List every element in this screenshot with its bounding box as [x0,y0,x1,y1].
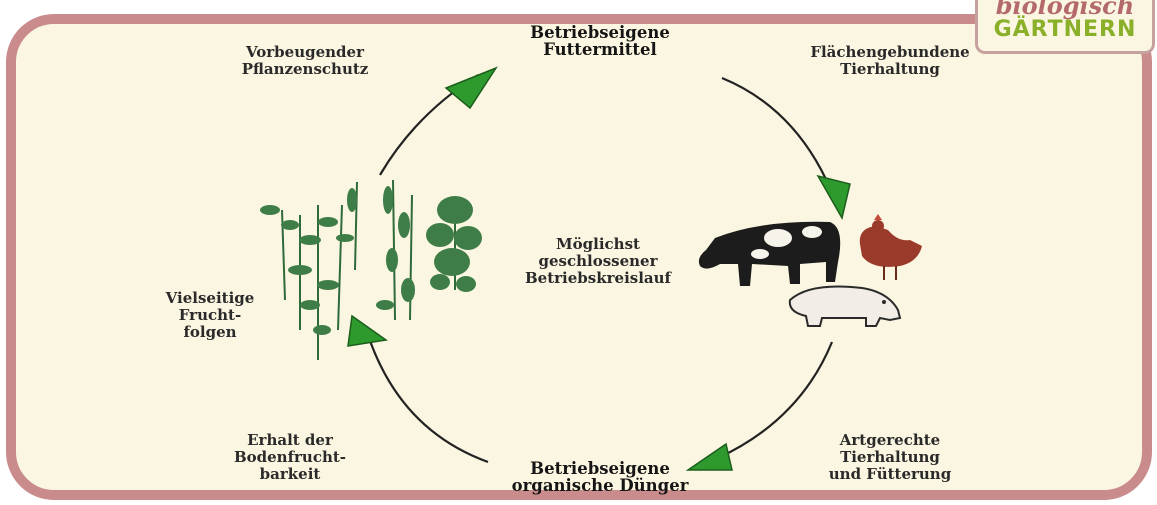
label-left-crop-rotation: Vielseitige Frucht- folgen [150,290,270,341]
arc-top-right [722,78,835,200]
pig-illustration [790,287,900,327]
label-top-feed: Betriebseigene Futtermittel [480,24,720,58]
arc-bottom-left [368,335,488,462]
label-top-right-land-bound-livestock: Flächengebundene Tierhaltung [780,44,1000,78]
logo-line-2: GÄRTNERN [978,18,1152,42]
arrowhead-right [818,176,850,218]
cow-illustration [699,222,840,286]
label-bottom-left-soil-fertility: Erhalt der Bodenfrucht- barkeit [210,432,370,483]
label-bottom-fertilizer: Betriebseigene organische Dünger [470,460,730,494]
brand-logo: biologisch GÄRTNERN [975,0,1155,54]
label-top-left-plant-protection: Vorbeugender Pflanzenschutz [205,44,405,78]
logo-line-1: biologisch [978,0,1152,18]
hen-illustration [860,214,922,280]
arrowhead-left [348,316,386,346]
label-bottom-right-animal-welfare: Artgerechte Tierhaltung und Fütterung [800,432,980,483]
label-center-farm-cycle: Möglichst geschlossener Betriebskreislau… [488,236,708,287]
arrowhead-top [446,68,496,108]
